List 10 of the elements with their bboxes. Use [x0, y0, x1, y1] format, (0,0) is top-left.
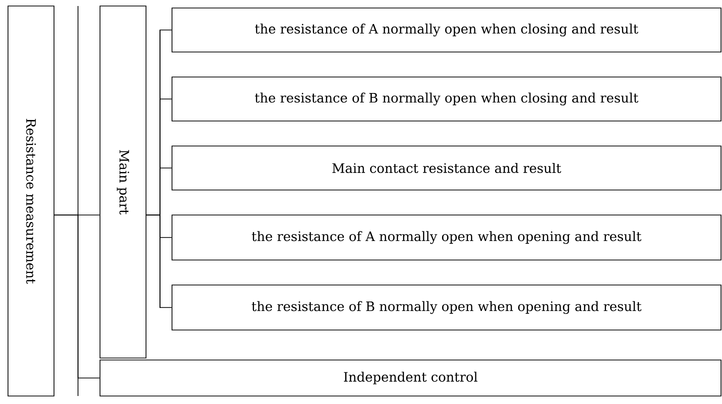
- item-box: the resistance of A normally open when opening and result: [172, 214, 722, 260]
- connector: [54, 214, 100, 378]
- category-box: Resistance measurement: [8, 6, 54, 396]
- connector: [146, 214, 172, 308]
- item-box: the resistance of B normally open when opening and result: [172, 284, 722, 330]
- category-box: Main part: [100, 6, 146, 358]
- item-box: Independent control: [100, 360, 722, 396]
- item-box: Main contact resistance and result: [172, 146, 722, 190]
- item-box: the resistance of B normally open when closing and result: [172, 76, 722, 122]
- item-box: the resistance of A normally open when closing and result: [172, 8, 722, 52]
